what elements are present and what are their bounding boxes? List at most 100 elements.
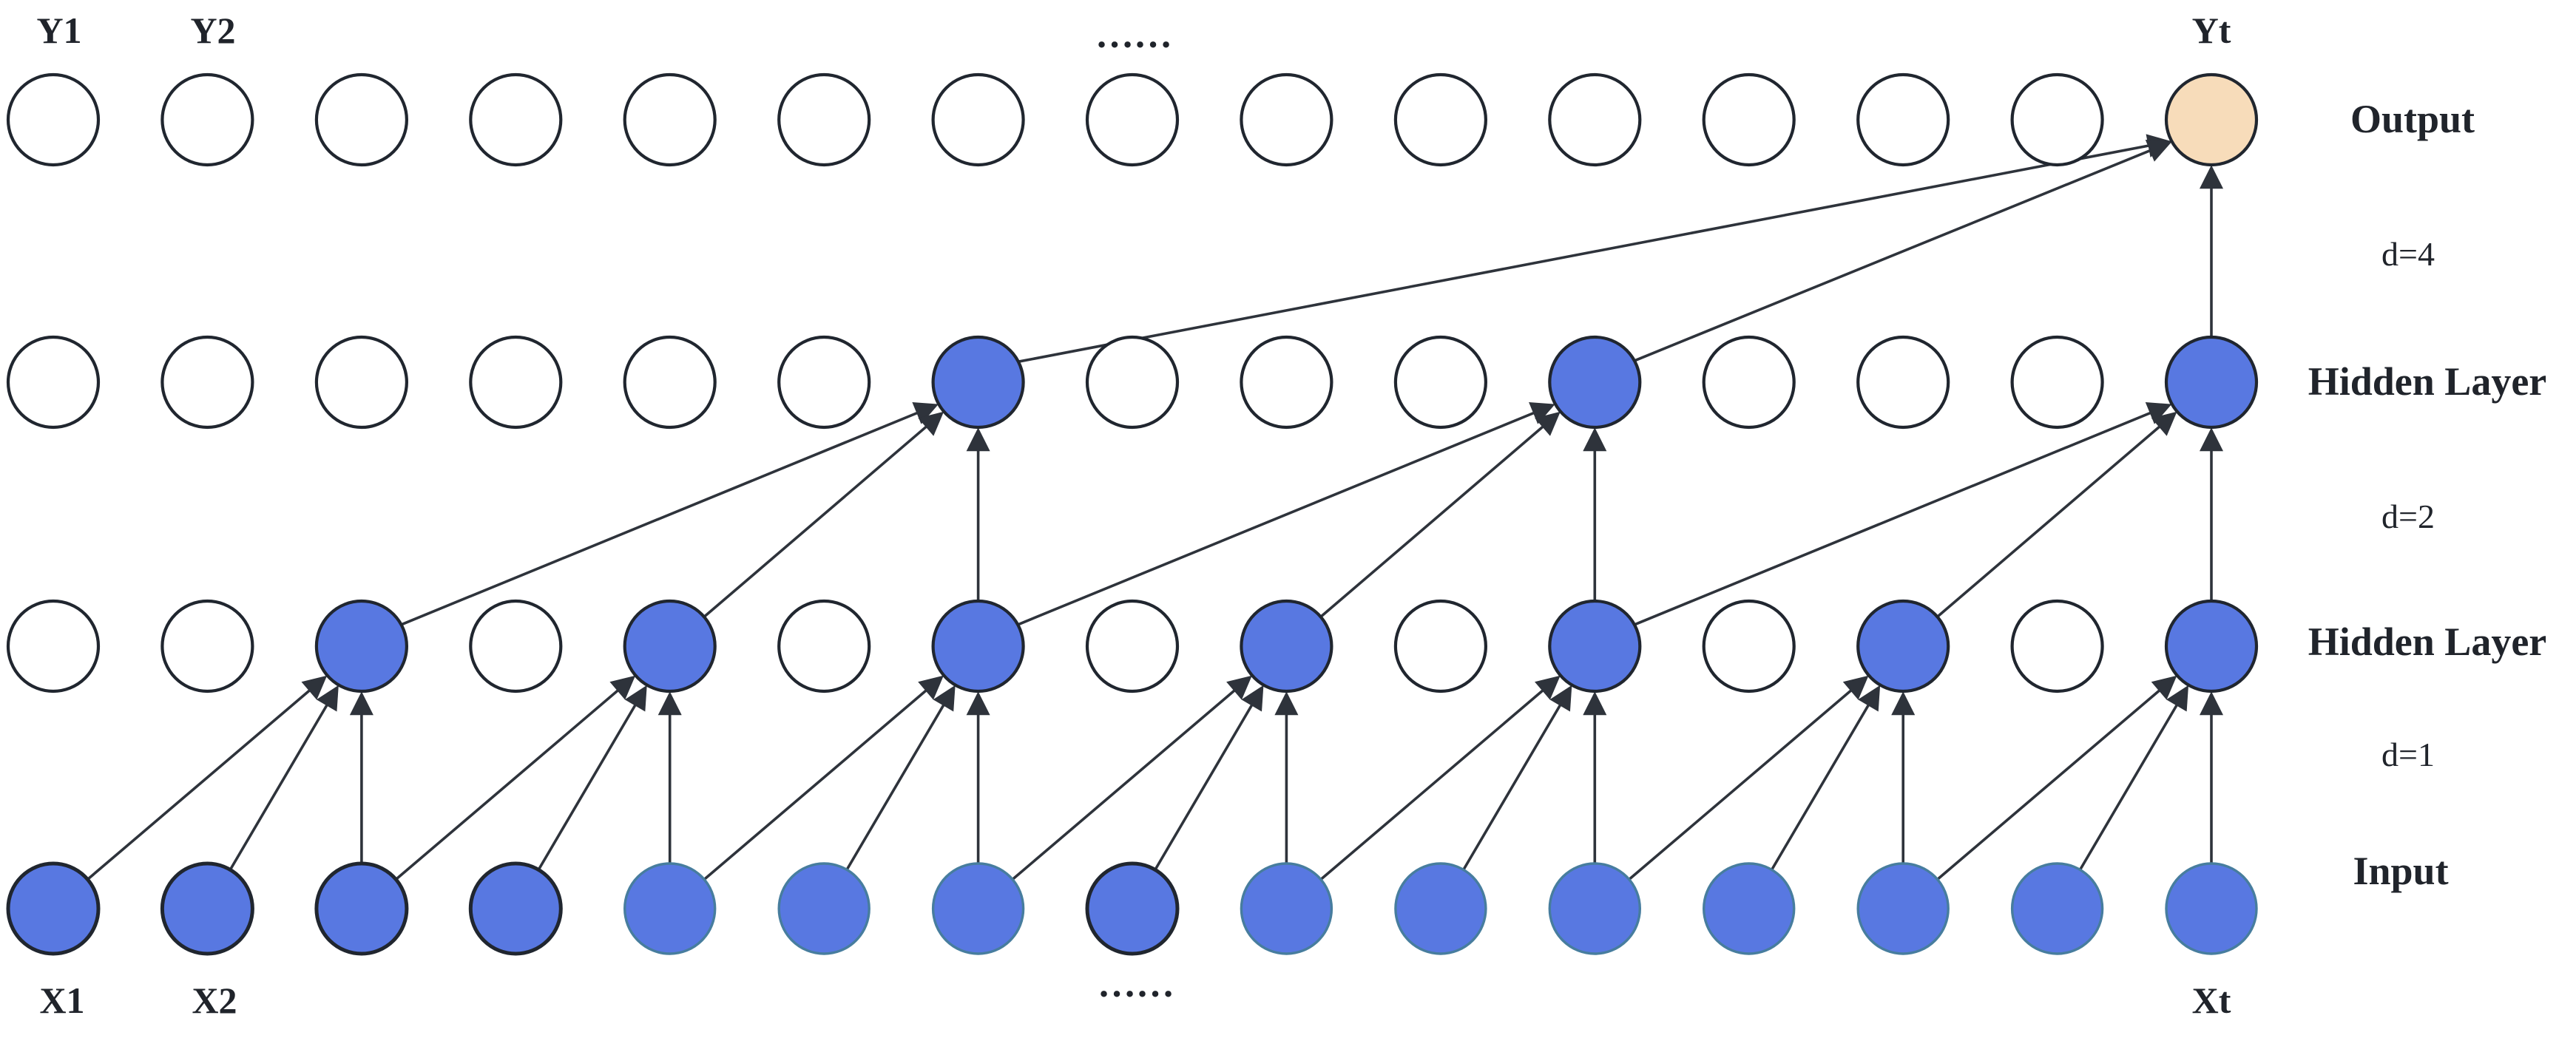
node-output-12 — [1702, 72, 1796, 167]
edge-input9-to-hidden111 — [1319, 675, 1561, 881]
label-d2: d=2 — [2381, 498, 2435, 535]
node-hidden2-5 — [623, 335, 717, 430]
node-hidden2-1 — [6, 335, 101, 430]
node-output-2 — [160, 72, 254, 167]
node-hidden1-3 — [314, 599, 408, 693]
node-hidden1-4 — [469, 599, 563, 693]
node-output-4 — [469, 72, 563, 167]
node-hidden1-5 — [623, 599, 717, 693]
edge-hidden27-to-output15 — [1018, 134, 2172, 363]
edge-input8-to-hidden19 — [1154, 685, 1264, 871]
node-hidden2-10 — [1393, 335, 1488, 430]
node-hidden1-11 — [1548, 599, 1642, 693]
node-hidden1-12 — [1702, 599, 1796, 693]
edge-hidden113-to-hidden215 — [1936, 411, 2177, 618]
edge-input14-to-hidden115 — [2078, 685, 2189, 871]
label-top-ellipsis: …… — [1095, 14, 1172, 56]
node-output-13 — [1856, 72, 1950, 167]
node-hidden2-4 — [469, 335, 563, 430]
node-input-11 — [1548, 862, 1642, 955]
label-output-layer: Output — [2350, 97, 2475, 141]
node-hidden1-10 — [1393, 599, 1488, 693]
edge-input11-to-hidden113 — [1628, 675, 1869, 881]
edge-input3-to-hidden15 — [395, 675, 636, 881]
node-input-4 — [468, 861, 563, 956]
edge-input7-to-hidden19 — [1011, 675, 1252, 881]
label-d1: d=1 — [2381, 736, 2435, 773]
label-bottom-ellipsis: …… — [1098, 963, 1174, 1005]
node-hidden1-2 — [160, 599, 254, 693]
label-xt: Xt — [2192, 980, 2231, 1021]
node-output-5 — [623, 72, 717, 167]
node-hidden1-6 — [777, 599, 871, 693]
node-input-9 — [1240, 862, 1333, 955]
node-hidden1-9 — [1240, 599, 1333, 693]
node-input-1 — [6, 861, 101, 956]
node-hidden1-8 — [1085, 599, 1180, 693]
node-output-15 — [2164, 72, 2259, 167]
edge-hidden211-to-output15 — [1634, 139, 2172, 362]
edge-hidden19-to-hidden211 — [1319, 411, 1561, 618]
edge-input2-to-hidden13 — [229, 685, 339, 871]
label-y2: Y2 — [190, 10, 235, 51]
node-hidden1-1 — [6, 599, 101, 693]
node-hidden1-13 — [1856, 599, 1950, 693]
edge-hidden15-to-hidden27 — [703, 411, 944, 618]
node-input-13 — [1856, 862, 1950, 955]
edge-input12-to-hidden113 — [1771, 685, 1881, 871]
node-output-6 — [777, 72, 871, 167]
edge-input1-to-hidden13 — [87, 675, 328, 881]
node-hidden1-14 — [2010, 599, 2104, 693]
node-input-14 — [2010, 862, 2104, 955]
node-hidden2-11 — [1548, 335, 1642, 430]
node-hidden1-15 — [2164, 599, 2259, 693]
node-output-11 — [1548, 72, 1642, 167]
node-hidden1-7 — [931, 599, 1025, 693]
label-yt: Yt — [2192, 10, 2231, 51]
edge-hidden111-to-hidden215 — [1634, 402, 2172, 626]
edge-input5-to-hidden17 — [703, 675, 944, 881]
node-hidden2-14 — [2010, 335, 2104, 430]
node-input-5 — [623, 862, 717, 955]
node-hidden2-8 — [1085, 335, 1180, 430]
label-y1: Y1 — [36, 10, 81, 51]
node-output-8 — [1085, 72, 1180, 167]
node-output-3 — [314, 72, 408, 167]
label-d4: d=4 — [2381, 235, 2435, 273]
label-input-layer: Input — [2353, 849, 2448, 893]
node-input-8 — [1085, 861, 1180, 956]
node-hidden2-15 — [2164, 335, 2259, 430]
node-output-9 — [1240, 72, 1333, 167]
node-input-7 — [931, 862, 1025, 955]
node-input-2 — [160, 861, 254, 956]
nodes-group — [6, 72, 2259, 956]
node-hidden2-9 — [1240, 335, 1333, 430]
node-hidden2-2 — [160, 335, 254, 430]
edge-input10-to-hidden111 — [1462, 685, 1572, 871]
node-input-3 — [314, 861, 409, 956]
label-hidden-layer-1: Hidden Layer — [2308, 620, 2547, 664]
node-output-14 — [2010, 72, 2104, 167]
node-output-1 — [6, 72, 101, 167]
node-hidden2-13 — [1856, 335, 1950, 430]
node-input-12 — [1702, 862, 1796, 955]
edge-input6-to-hidden17 — [845, 685, 956, 871]
node-hidden2-3 — [314, 335, 408, 430]
node-input-6 — [777, 862, 871, 955]
node-input-10 — [1394, 862, 1487, 955]
edges-group — [87, 134, 2223, 881]
label-hidden-layer-2: Hidden Layer — [2308, 359, 2547, 404]
node-output-10 — [1393, 72, 1488, 167]
node-hidden2-12 — [1702, 335, 1796, 430]
edge-input4-to-hidden15 — [537, 685, 647, 871]
node-input-15 — [2165, 862, 2258, 955]
label-x2: X2 — [192, 980, 237, 1021]
edge-hidden17-to-hidden211 — [1017, 402, 1555, 626]
edge-hidden13-to-hidden27 — [400, 402, 939, 626]
node-output-7 — [931, 72, 1025, 167]
label-x1: X1 — [39, 980, 84, 1021]
edge-input13-to-hidden115 — [1936, 675, 2177, 881]
